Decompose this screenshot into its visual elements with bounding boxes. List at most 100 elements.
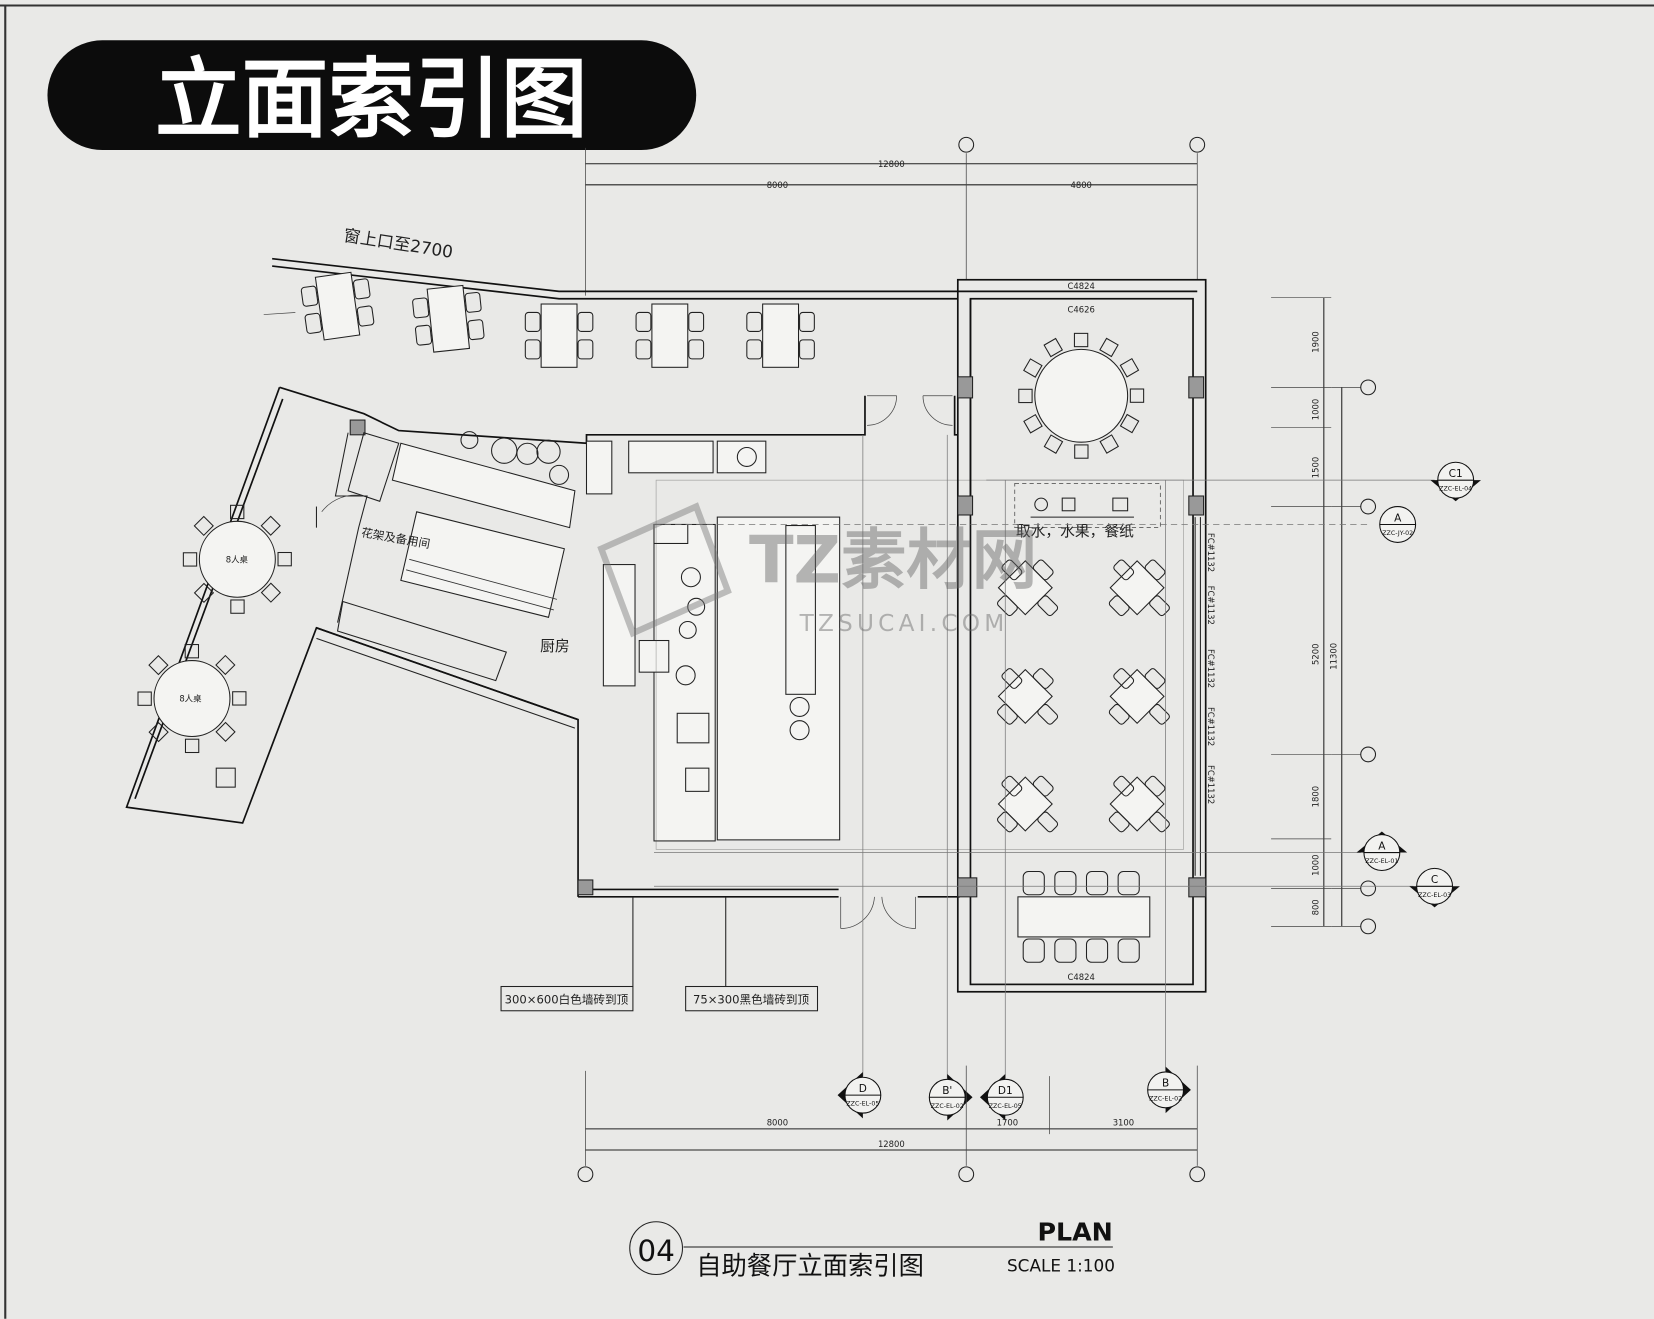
chair — [1108, 811, 1130, 833]
top-dimensions: 12800 8000 4800 — [585, 136, 1206, 296]
chair — [1119, 413, 1140, 434]
chair — [230, 504, 245, 520]
round-table — [182, 504, 292, 614]
grid-bubble — [1360, 746, 1377, 763]
grid-bubble — [1360, 498, 1377, 515]
chair — [356, 305, 375, 327]
right-dimensions — [1271, 297, 1377, 935]
window-tag: C4626 — [1068, 304, 1095, 314]
chair — [1054, 870, 1077, 896]
marker-id: B — [1162, 1078, 1169, 1090]
scale-label: SCALE 1:100 — [1007, 1255, 1115, 1275]
dim-right: 1000 — [1311, 399, 1321, 420]
marker-ref: ZZC-EL-05 — [846, 1101, 879, 1108]
material-note: 300×600白色墙砖到顶 — [505, 992, 629, 1006]
title-banner: 立面索引图 — [47, 40, 697, 151]
marker-ref: ZZC-EL-03 — [1418, 892, 1451, 899]
chair — [464, 291, 482, 313]
chair — [215, 654, 236, 676]
grid-bubble — [1360, 918, 1377, 935]
chair — [524, 339, 541, 360]
eight-seat-tables — [137, 504, 292, 754]
window-tag: FC#1132 — [1206, 649, 1216, 688]
storage-area — [336, 431, 576, 682]
chair — [635, 311, 652, 332]
chair — [148, 655, 169, 676]
chair — [1037, 595, 1059, 617]
elevation-marker: A ZZC-EL-01 — [1356, 831, 1408, 871]
dim-top-left: 8000 — [767, 180, 788, 190]
chair — [1144, 775, 1166, 797]
dining-room — [956, 278, 1207, 993]
dim-top-right: 4800 — [1070, 180, 1091, 190]
grid-bubble — [1189, 136, 1206, 153]
chair — [1037, 811, 1059, 833]
terrace-table — [300, 271, 375, 341]
marker-ref: ZZC-EL-01 — [1365, 858, 1398, 865]
table-label: 8人桌 — [179, 694, 202, 704]
chair — [746, 311, 763, 332]
chair — [524, 311, 541, 332]
chair — [1119, 357, 1140, 378]
chair — [300, 285, 319, 307]
chair — [304, 312, 323, 334]
elevation-marker: D ZZC-EL-05 — [837, 1071, 882, 1119]
marker-id: C1 — [1449, 468, 1463, 480]
chair — [1085, 938, 1109, 963]
chair — [1129, 388, 1145, 403]
dim-bottom-mid: 1700 — [997, 1118, 1018, 1128]
chair — [193, 582, 215, 603]
column — [215, 767, 236, 788]
table — [540, 303, 578, 368]
marker-id: D — [859, 1083, 867, 1095]
chair — [232, 691, 247, 706]
chair — [414, 324, 433, 346]
chair — [1144, 668, 1166, 689]
chair — [577, 311, 594, 332]
chair — [1117, 870, 1140, 896]
table — [1109, 668, 1165, 725]
table — [651, 303, 689, 368]
chair — [230, 599, 245, 614]
chair — [137, 691, 152, 706]
chair — [1032, 559, 1054, 581]
marker-id: A — [1378, 840, 1386, 852]
square-table — [1108, 668, 1170, 725]
chair — [799, 339, 815, 360]
dim-right: 5200 — [1311, 644, 1321, 665]
dim-bottom-total: 12800 — [878, 1139, 905, 1149]
square-table — [997, 775, 1059, 833]
terrace-table — [635, 303, 705, 368]
table — [1109, 776, 1165, 832]
chair — [997, 811, 1018, 833]
chair — [1113, 668, 1135, 689]
marker-ref: ZZC-EL-05 — [989, 1103, 1022, 1110]
chair — [577, 339, 594, 360]
drawing-title-block: 04 PLAN 自助餐厅立面索引图 SCALE 1:100 — [629, 1218, 1115, 1280]
chair — [799, 311, 815, 332]
chair — [1108, 595, 1130, 617]
grid-bubble — [1360, 880, 1377, 897]
elevation-marker: B'ZZC-EL-02 — [928, 1074, 973, 1121]
dim-right: 1500 — [1311, 457, 1321, 478]
chair — [1113, 775, 1135, 797]
chair — [1023, 358, 1043, 378]
window-tag: C4824 — [1068, 281, 1095, 291]
material-note-box — [685, 985, 819, 1012]
marker-id: A — [1394, 512, 1402, 524]
table — [426, 284, 471, 353]
marker-id: B' — [942, 1085, 952, 1097]
chair — [1149, 811, 1170, 833]
chair — [215, 721, 236, 743]
kitchen-label: 厨房 — [540, 638, 570, 655]
chair — [412, 297, 430, 319]
chair — [1037, 703, 1059, 725]
dim-right: 800 — [1311, 899, 1321, 915]
table — [153, 660, 231, 738]
chair — [635, 339, 652, 360]
round-table — [137, 644, 247, 754]
dim-bottom-left: 8000 — [767, 1118, 788, 1128]
